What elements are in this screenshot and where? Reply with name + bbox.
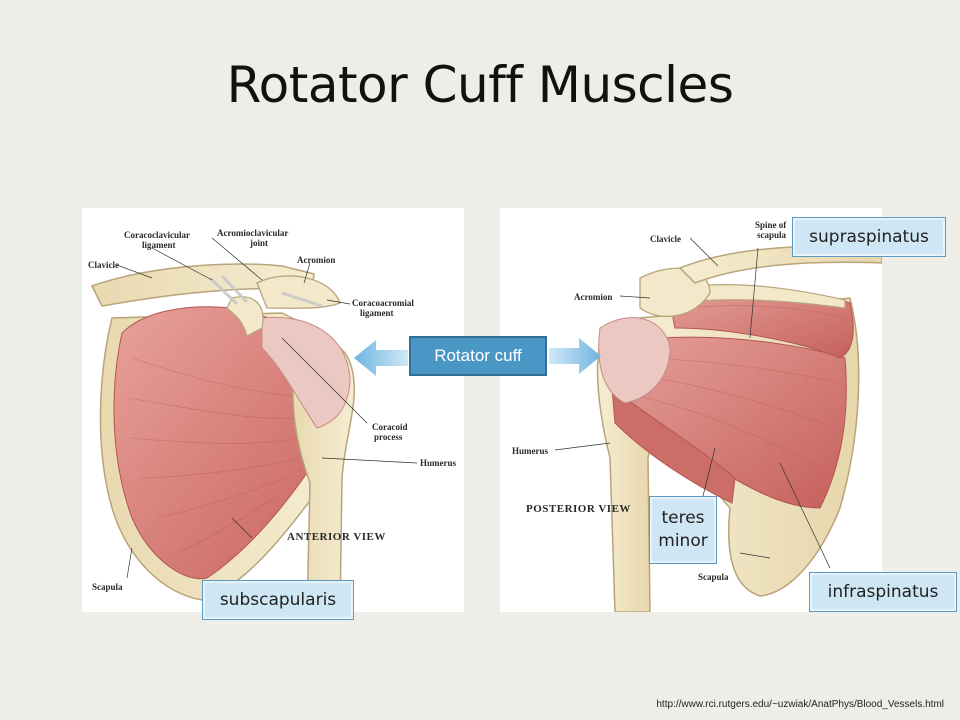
label-coracoacromial-2: ligament: [360, 308, 394, 318]
arrow-left-icon: [354, 340, 408, 376]
posterior-view-label: POSTERIOR VIEW: [526, 503, 631, 515]
callout-teres-minor-line2: minor: [658, 531, 708, 551]
arrow-right-icon: [549, 338, 601, 374]
label-coracoacromial: Coracoacromial: [352, 298, 414, 308]
source-url[interactable]: http://www.rci.rutgers.edu/~uzwiak/AnatP…: [656, 699, 944, 710]
label-coracoclavicular-2: ligament: [142, 240, 176, 250]
label-coracoid-2: process: [374, 432, 403, 442]
label-coracoclavicular: Coracoclavicular: [124, 230, 190, 240]
label-spine-of-scapula-2: scapula: [757, 230, 787, 240]
acromion-bone: [256, 275, 341, 309]
label-spine-of-scapula: Spine of: [755, 220, 787, 230]
slide-title: Rotator Cuff Muscles: [226, 56, 734, 114]
label-acromioclavicular-2: joint: [249, 238, 268, 248]
callout-teres-minor: teres minor: [649, 496, 717, 564]
label-clavicle-posterior: Clavicle: [650, 234, 681, 244]
callout-infraspinatus: infraspinatus: [809, 572, 957, 612]
label-humerus: Humerus: [420, 458, 456, 468]
label-scapula: Scapula: [92, 582, 123, 592]
label-coracoid: Coracoid: [372, 422, 408, 432]
rotator-tendon-posterior: [598, 317, 671, 404]
label-clavicle: Clavicle: [88, 260, 119, 270]
callout-teres-minor-line1: teres: [661, 508, 705, 529]
anterior-view-label: ANTERIOR VIEW: [287, 531, 386, 543]
posterior-shoulder-drawing: Clavicle Spine of scapula Acromion Humer…: [512, 220, 882, 612]
label-humerus-posterior: Humerus: [512, 446, 548, 456]
rotator-tendon-anterior: [261, 316, 351, 429]
callout-supraspinatus: supraspinatus: [792, 217, 946, 257]
coracoid-bone: [226, 296, 264, 337]
anterior-view-illustration: Coracoclavicular ligament Acromioclavicu…: [82, 208, 464, 612]
callout-rotator-cuff: Rotator cuff: [409, 336, 547, 376]
anterior-shoulder-drawing: Coracoclavicular ligament Acromioclavicu…: [88, 228, 456, 612]
label-scapula-posterior: Scapula: [698, 572, 729, 582]
label-acromion: Acromion: [297, 255, 335, 265]
label-acromion-posterior: Acromion: [574, 292, 612, 302]
label-acromioclavicular: Acromioclavicular: [217, 228, 288, 238]
callout-subscapularis: subscapularis: [202, 580, 354, 620]
teres-minor-muscle: [611, 386, 736, 504]
